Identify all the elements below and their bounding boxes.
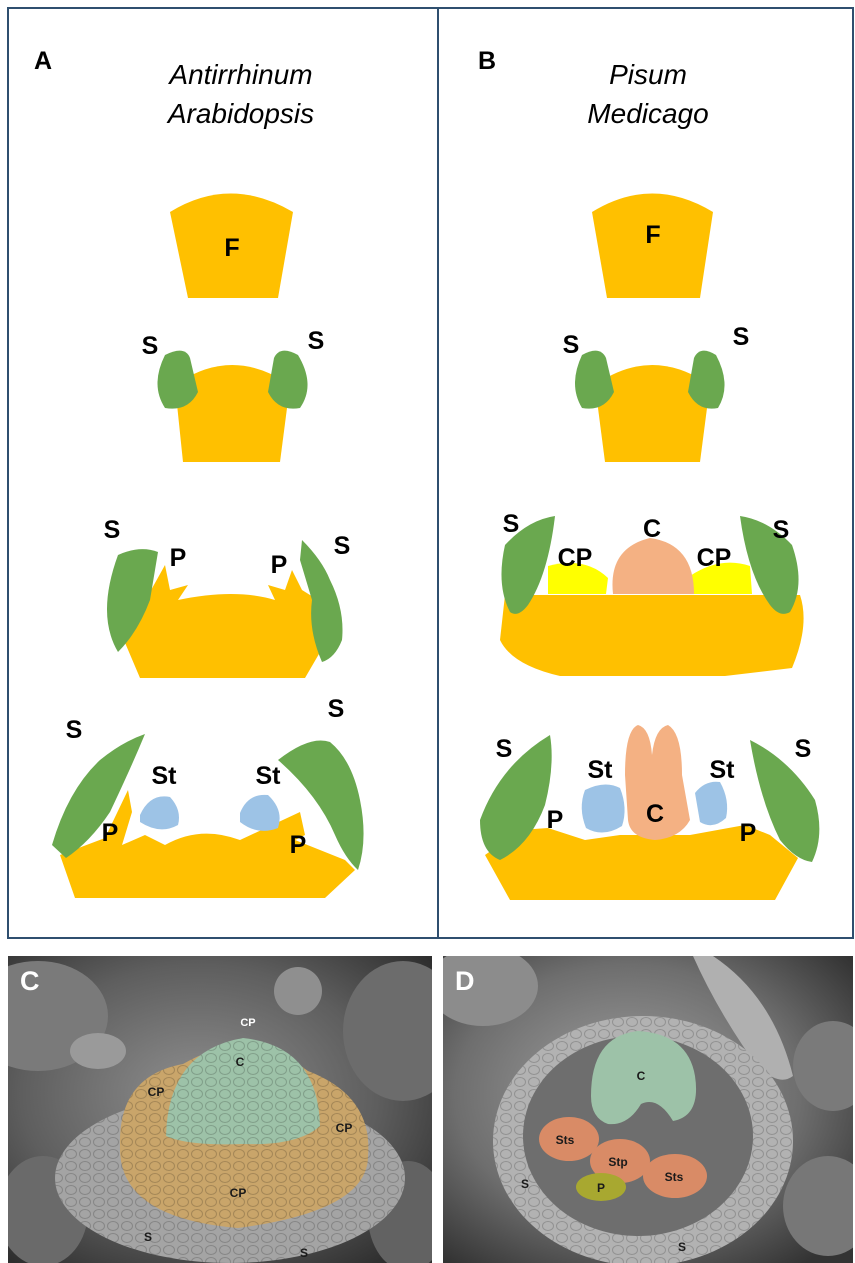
stamen-shape bbox=[582, 784, 625, 832]
label-sepal-right: S bbox=[308, 327, 325, 355]
label-sts-right: Sts bbox=[665, 1170, 684, 1184]
label-petal-left: P bbox=[170, 544, 187, 572]
label-sts-left: Sts bbox=[556, 1133, 575, 1147]
label-sepal-left: S bbox=[496, 735, 513, 763]
panel-a-species-1: Antirrhinum bbox=[167, 59, 312, 90]
label-sepal-right: S bbox=[334, 532, 351, 560]
label-petal-right: P bbox=[290, 831, 307, 859]
label-carpel: C bbox=[643, 515, 661, 543]
label-carpel: C bbox=[637, 1069, 646, 1083]
floral-meristem-shape bbox=[500, 595, 804, 676]
panel-a-letter: A bbox=[34, 47, 52, 75]
panel-c: C CP C CP CP CP S S bbox=[0, 956, 463, 1263]
panel-c-micrograph: C CP C CP CP CP S S bbox=[0, 956, 463, 1263]
label-stp: Stp bbox=[608, 1155, 627, 1169]
panel-b-species-1: Pisum bbox=[609, 59, 687, 90]
label-f: F bbox=[645, 221, 660, 249]
label-sepal-right: S bbox=[795, 735, 812, 763]
label-sepal-left: S bbox=[142, 332, 159, 360]
label-carpel: C bbox=[646, 800, 664, 828]
label-sepal-right: S bbox=[300, 1246, 308, 1260]
label-petal: P bbox=[597, 1181, 605, 1195]
sem-bud bbox=[70, 1033, 126, 1069]
label-sepal-right: S bbox=[678, 1240, 686, 1254]
panel-b: B Pisum Medicago F S S S S CP CP bbox=[438, 8, 853, 938]
label-sepal-left: S bbox=[503, 510, 520, 538]
label-sepal-left: S bbox=[66, 716, 83, 744]
label-petal-left: P bbox=[547, 806, 564, 834]
panel-b-letter: B bbox=[478, 47, 496, 75]
label-stamen-left: St bbox=[152, 762, 178, 790]
label-common-primordium-right: CP bbox=[697, 544, 732, 572]
label-petal-right: P bbox=[740, 819, 757, 847]
stamen-shape bbox=[695, 782, 727, 825]
label-f: F bbox=[224, 234, 239, 262]
label-sepal-left: S bbox=[563, 331, 580, 359]
label-petal-right: P bbox=[271, 551, 288, 579]
label-common-primordium-left: CP bbox=[558, 544, 593, 572]
label-cp-left: CP bbox=[148, 1085, 165, 1099]
label-cp-bottom: CP bbox=[230, 1186, 247, 1200]
label-stamen-left: St bbox=[588, 756, 614, 784]
label-stamen-right: St bbox=[710, 756, 736, 784]
label-cp-top: CP bbox=[240, 1017, 255, 1029]
panel-b-stage-1: F bbox=[592, 194, 713, 299]
label-sepal-left: S bbox=[104, 516, 121, 544]
label-sepal-right: S bbox=[733, 323, 750, 351]
panel-a-stage-1: F bbox=[170, 194, 293, 299]
sem-bud bbox=[274, 967, 322, 1015]
label-petal-left: P bbox=[102, 819, 119, 847]
panel-c-letter: C bbox=[20, 966, 40, 996]
label-sepal-left: S bbox=[144, 1230, 152, 1244]
label-sepal-right: S bbox=[328, 695, 345, 723]
panel-a: A Antirrhinum Arabidopsis F S S S S P P bbox=[8, 8, 438, 938]
label-carpel: C bbox=[236, 1055, 245, 1069]
sem-bud bbox=[428, 946, 538, 1026]
panel-a-species-2: Arabidopsis bbox=[166, 98, 314, 129]
panel-d-micrograph: D C Sts Stp Sts P S S bbox=[428, 946, 855, 1263]
panel-d-letter: D bbox=[455, 966, 475, 996]
panel-b-species-2: Medicago bbox=[587, 98, 708, 129]
panel-b-stage-4: S S St St C P P bbox=[480, 725, 819, 900]
label-sepal-right: S bbox=[773, 516, 790, 544]
label-stamen-right: St bbox=[256, 762, 282, 790]
panel-d: D C Sts Stp Sts P S S bbox=[428, 946, 855, 1263]
label-sepal-left: S bbox=[521, 1177, 529, 1191]
label-cp-right: CP bbox=[336, 1121, 353, 1135]
